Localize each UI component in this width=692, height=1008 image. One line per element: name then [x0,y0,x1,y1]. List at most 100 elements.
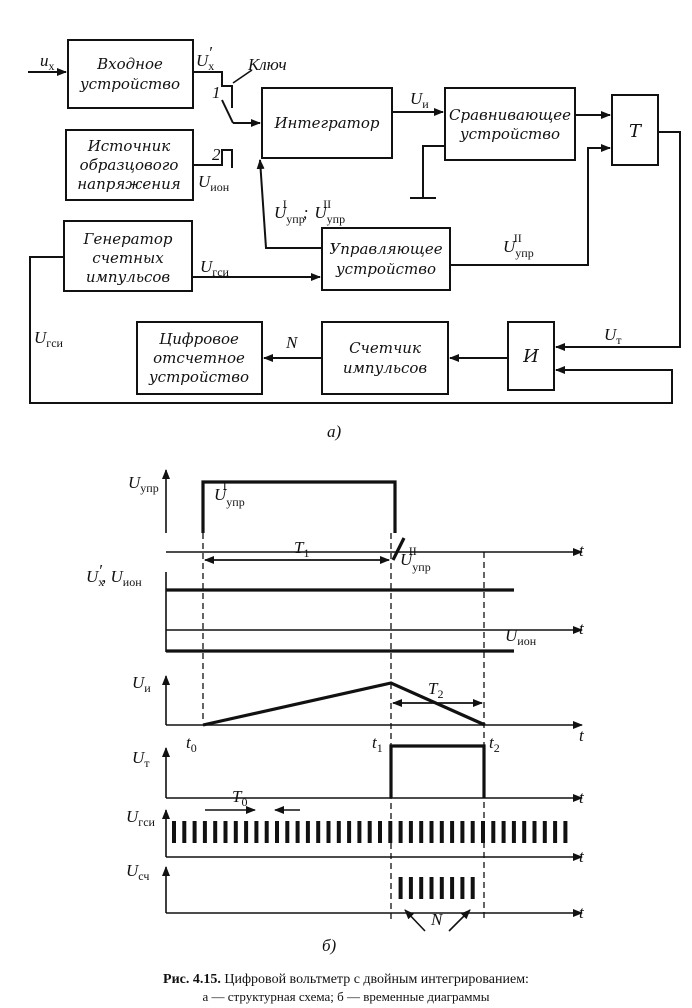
label-ugsi-loop: Uгси [34,328,64,350]
label-T1: T1 [294,538,309,560]
clock-pulse [295,821,300,843]
clock-pulse [491,821,496,843]
block-and-gate: И [507,321,555,391]
clock-pulse [275,821,279,843]
row-label-ux-uion: Ux′, Uион [86,561,142,589]
figure-caption: Рис. 4.15. Цифровой вольтметр с двойным … [163,972,529,1004]
clock-pulse [367,821,372,843]
axis-t-2: t [579,619,585,638]
clock-pulse [429,821,434,843]
label-contact-2: 2 [212,145,221,164]
axis-t-3: t [579,726,585,745]
block-control-line1: Управляющее [329,240,442,258]
clock-pulse [511,821,516,843]
block-digital-display: Цифровое отсчетное устройство [136,321,263,395]
label-n: N [285,333,299,352]
caption-line1: Рис. 4.15. Цифровой вольтметр с двойным … [163,972,529,987]
clock-pulse [244,821,249,843]
label-ux-prime: Ux′ [196,43,214,73]
block-comparator-line1: Сравнивающее [449,106,571,124]
counted-pulse [429,877,434,899]
block-display-line2: отсчетное [153,349,245,367]
label-uupr-ii-wave: UупрII [400,544,431,574]
axis-t-5: t [579,847,585,866]
label-uupr-ii: UупрII [503,231,534,260]
counted-pulse [470,877,475,899]
clock-pulse [316,821,321,843]
block-control-device: Управляющее устройство [321,227,451,291]
block-counter-line2: импульсов [343,359,428,377]
clock-pulse [408,821,413,843]
waveform-uupr-ii [391,537,406,561]
clock-pulse [439,821,444,843]
clock-pulse [388,821,393,843]
label-part-a: а) [327,422,342,441]
label-ui: Uи [410,89,429,111]
block-reference-source: Источник образцового напряжения [65,129,194,201]
row-label-uion-low: Uион [505,626,537,648]
clock-pulse [347,821,352,843]
counted-pulse [419,877,424,899]
clock-pulse [563,821,568,843]
clock-pulse [233,821,238,843]
clock-pulse [172,821,176,843]
label-T2: T2 [428,679,443,701]
clock-pulse [264,821,269,843]
label-t2: t2 [489,733,500,755]
label-t0: t0 [186,733,197,755]
block-input-line2: устройство [79,75,180,93]
clock-pulse [357,821,362,843]
label-part-b: б) [322,936,337,955]
block-pulse-generator: Генератор счетных импульсов [63,220,193,292]
counted-pulse [450,877,455,899]
clock-pulse [254,821,259,843]
clock-pulse [182,821,187,843]
clock-pulse [202,821,207,843]
clock-pulse [378,821,382,843]
row-label-usch: Uсч [126,861,149,883]
clock-pulse [522,821,527,843]
axis-t-1: t [579,541,585,560]
label-ugsi-block: Uгси [200,257,230,279]
block-diagram: Входное устройство Источник образцового … [28,39,681,441]
clock-pulse [398,821,403,843]
block-generator-line1: Генератор [83,230,173,248]
clock-pulse [336,821,341,843]
label-uupr-i-wave: UупрI [214,479,245,509]
label-contact-1: 1 [212,83,221,102]
diagram-labels: ux Ux′ Ключ 1 2 Uи Uион UупрI;UупрII Uгс… [34,43,622,441]
block-counter-line1: Счетчик [349,339,421,357]
timing-guides [202,533,485,920]
block-comparator: Сравнивающее устройство [444,87,576,161]
clock-pulse [542,821,547,843]
clock-pulse [305,821,310,843]
connections [28,68,681,404]
block-display-line1: Цифровое [159,330,239,348]
clock-pulse [460,821,465,843]
clock-pulse [285,821,290,843]
label-ux: ux [40,51,55,73]
block-input-device: Входное устройство [67,39,194,109]
label-uupr-i-ii: UупрI;UупрII [274,197,345,226]
clock-pulse [213,821,218,843]
waveform-ugsi [172,821,568,843]
axis-t-6: t [579,903,585,922]
row-label-ugsi: Uгси [126,807,156,829]
label-uion: Uион [198,172,230,194]
block-and-label: И [522,346,539,367]
clock-pulse [481,821,485,843]
clock-pulse [326,821,331,843]
waveform-ut [389,744,486,798]
row-label-ut: Uт [132,748,150,770]
block-integrator-label: Интегратор [273,114,379,132]
waveform-usch [398,877,475,899]
label-T0: T0 [232,787,247,809]
clock-pulse [450,821,455,843]
clock-pulse [192,821,197,843]
block-source-line3: напряжения [77,175,180,193]
counted-pulse [398,877,403,899]
block-integrator: Интегратор [261,87,393,159]
clock-pulse [223,821,228,843]
block-trigger: Т [611,94,659,166]
